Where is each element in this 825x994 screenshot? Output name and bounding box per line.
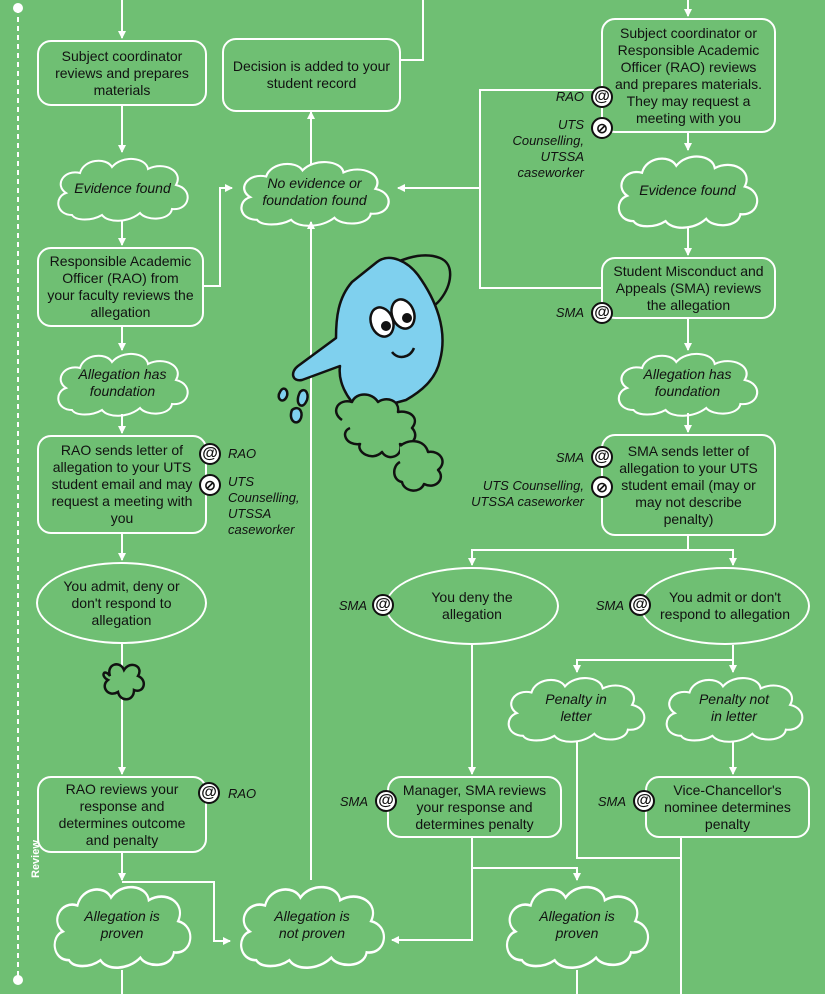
left-evidence-found-cloud: Evidence found xyxy=(50,155,195,222)
email-icon: @ xyxy=(199,443,221,465)
right-evidence-found-cloud: Evidence found xyxy=(610,152,765,229)
email-icon: @ xyxy=(375,790,397,812)
deny-badge-label: SMA xyxy=(338,598,367,613)
email-icon: @ xyxy=(591,302,613,324)
email-icon: @ xyxy=(633,790,655,812)
email-icon: @ xyxy=(591,446,613,468)
right-coordinator-badge-label-1: RAO xyxy=(555,89,584,104)
decision-box: Decision is added to your student record xyxy=(222,38,401,112)
penalty-in-letter-text: Penalty in letter xyxy=(545,691,607,724)
admit-ellipse: You admit or don't respond to allegation xyxy=(640,567,810,645)
no-evidence-text: No evidence or foundation found xyxy=(262,175,367,208)
vc-badge-label: SMA xyxy=(597,794,626,809)
compass-icon: ⊘ xyxy=(591,117,613,139)
right-coordinator-badge-label-2: UTS Counselling, UTSSA caseworker xyxy=(512,117,584,180)
rao-letter-box: RAO sends letter of allegation to your U… xyxy=(37,435,207,534)
manager-badge-label: SMA xyxy=(339,794,368,809)
rao-outcome-box: RAO reviews your response and determines… xyxy=(37,776,207,853)
penalty-in-letter-cloud: Penalty in letter xyxy=(500,674,652,743)
right-foundation-cloud: Allegation has foundation xyxy=(610,350,765,417)
right-foundation-text: Allegation has foundation xyxy=(643,366,732,399)
email-icon: @ xyxy=(591,86,613,108)
sma-letter-box: SMA sends letter of allegation to your U… xyxy=(601,434,776,536)
rao-outcome-badge-label: RAO xyxy=(228,786,257,801)
no-evidence-cloud: No evidence or foundation found xyxy=(232,158,397,227)
manager-review-box: Manager, SMA reviews your response and d… xyxy=(387,776,562,838)
right-coordinator-box: Subject coordinator or Responsible Acade… xyxy=(601,18,776,133)
sma-letter-badge-label-2: UTS Counselling, UTSSA caseworker xyxy=(471,478,584,509)
email-icon: @ xyxy=(629,594,651,616)
left-proven-cloud: Allegation is proven xyxy=(46,882,198,969)
watering-can-mascot xyxy=(277,254,452,492)
admit-badge-label: SMA xyxy=(595,598,624,613)
deny-ellipse: You deny the allegation xyxy=(385,567,559,645)
left-evidence-found-text: Evidence found xyxy=(74,179,171,196)
coordinator-review-box: Subject coordinator reviews and prepares… xyxy=(37,40,207,106)
sma-letter-badge-label-1: SMA xyxy=(555,450,584,465)
penalty-not-in-letter-text: Penalty not in letter xyxy=(698,691,770,724)
sma-review-box: Student Misconduct and Appeals (SMA) rev… xyxy=(601,257,776,319)
rao-letter-badge-label-2: UTS Counselling, UTSSA caseworker xyxy=(228,474,300,537)
flower-doodle xyxy=(102,663,146,701)
rao-letter-badge-label-1: RAO xyxy=(228,446,257,461)
compass-icon: ⊘ xyxy=(591,476,613,498)
right-evidence-found-text: Evidence found xyxy=(639,181,736,198)
not-proven-cloud: Allegation is not proven xyxy=(232,882,392,969)
left-proven-text: Allegation is proven xyxy=(84,908,160,941)
not-proven-text: Allegation is not proven xyxy=(274,908,350,941)
compass-icon: ⊘ xyxy=(199,474,221,496)
email-icon: @ xyxy=(372,594,394,616)
respond-ellipse: You admit, deny or don't respond to alle… xyxy=(36,562,207,644)
vc-nominee-box: Vice-Chancellor's nominee determines pen… xyxy=(645,776,810,838)
right-proven-cloud: Allegation is proven xyxy=(498,882,656,969)
right-proven-text: Allegation is proven xyxy=(539,908,615,941)
email-icon: @ xyxy=(198,782,220,804)
sma-review-badge-label: SMA xyxy=(555,305,584,320)
penalty-not-in-letter-cloud: Penalty not in letter xyxy=(658,674,810,743)
left-foundation-text: Allegation has foundation xyxy=(78,366,167,399)
left-foundation-cloud: Allegation has foundation xyxy=(50,350,195,417)
rao-review-box: Responsible Academic Officer (RAO) from … xyxy=(37,247,204,327)
